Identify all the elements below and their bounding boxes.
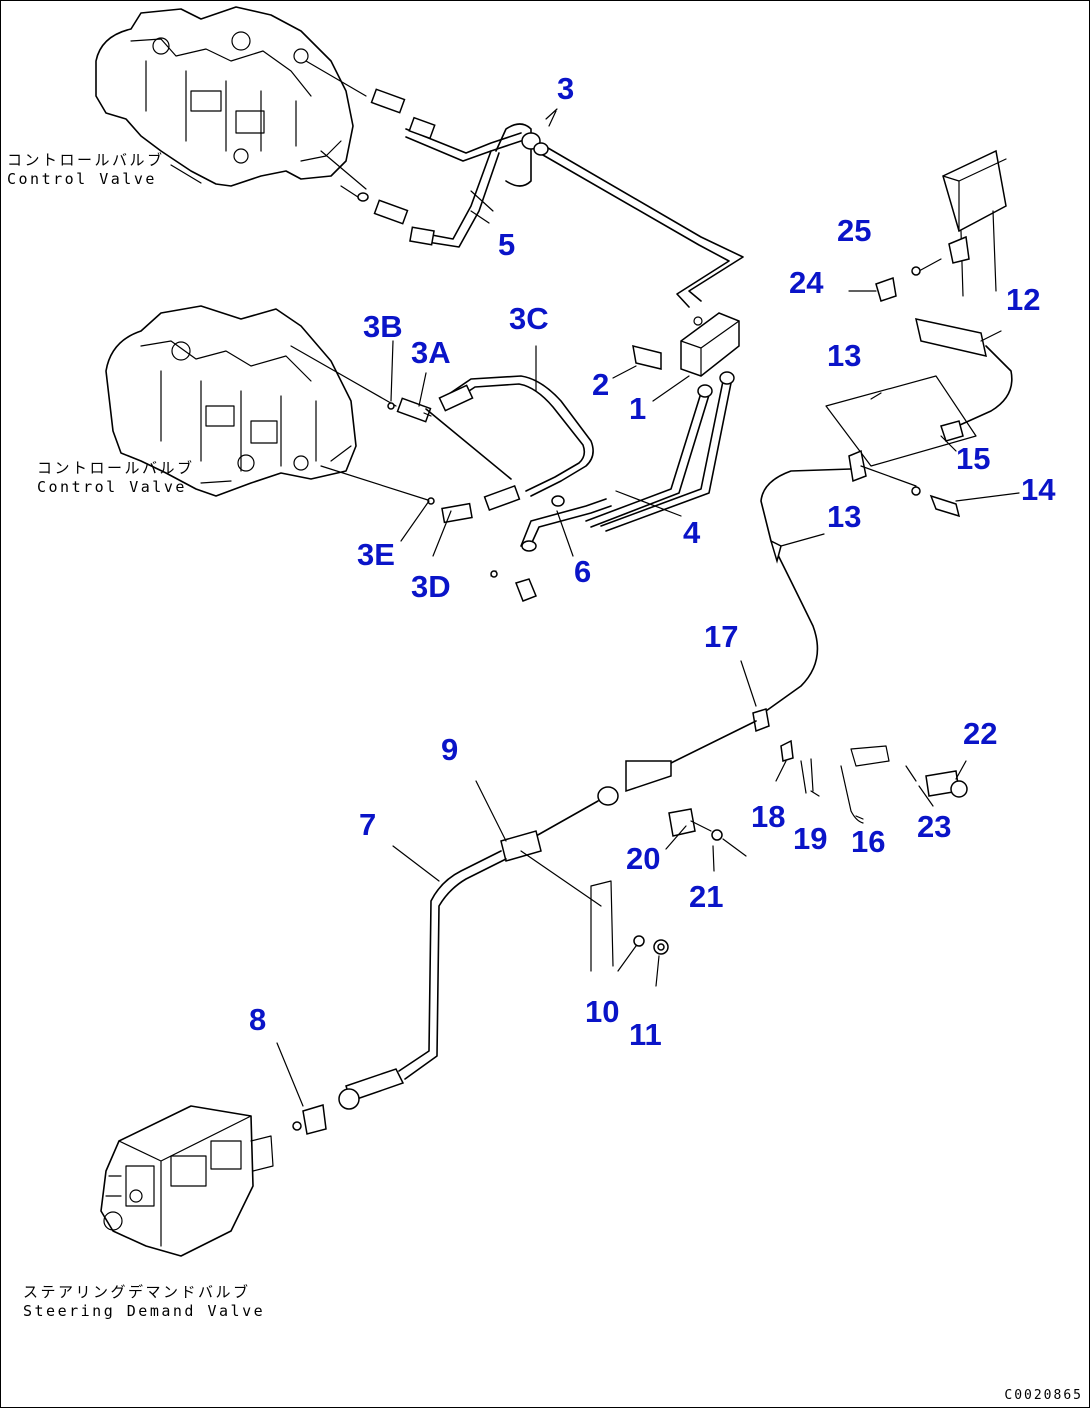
- control-valve-top-label: コントロールバルブ Control Valve: [7, 151, 165, 189]
- block-1: [612, 312, 740, 402]
- small-parts-16-23: [668, 739, 968, 857]
- control-valve-mid-en: Control Valve: [37, 477, 187, 496]
- callout-19: 19: [793, 821, 828, 856]
- callout-3c: 3C: [509, 301, 549, 336]
- callout-25: 25: [837, 213, 872, 248]
- control-valve-top: [95, 6, 354, 187]
- steering-valve-jp: ステアリングデマンドバルブ: [23, 1283, 251, 1301]
- callout-6: 6: [574, 554, 592, 589]
- callout-3b: 3B: [363, 309, 403, 344]
- callout-12: 12: [1006, 282, 1041, 317]
- control-valve-mid: [105, 305, 357, 497]
- callout-3: 3: [557, 71, 575, 106]
- steering-valve-en: Steering Demand Valve: [23, 1301, 266, 1320]
- callout-9: 9: [441, 732, 459, 767]
- callout-1: 1: [629, 391, 647, 426]
- callout-17: 17: [704, 619, 739, 654]
- steering-demand-valve: [100, 1105, 274, 1257]
- callout-5: 5: [498, 227, 516, 262]
- callout-2: 2: [592, 367, 610, 402]
- hoses-4: [585, 371, 735, 532]
- cable-7-assembly: [292, 708, 770, 1135]
- switch-box: [848, 149, 1007, 302]
- callout-13-lower: 13: [827, 499, 862, 534]
- callout-18: 18: [751, 799, 786, 834]
- callout-4: 4: [683, 515, 701, 550]
- drawing-code: C0020865: [1004, 1388, 1083, 1403]
- pipe-5-assembly: [305, 60, 532, 248]
- callout-13-upper: 13: [827, 338, 862, 373]
- control-valve-top-jp: コントロールバルブ: [7, 151, 165, 169]
- control-valve-top-en: Control Valve: [7, 169, 157, 188]
- leader-lines: [170, 110, 1020, 1107]
- callout-3e: 3E: [357, 537, 395, 572]
- callout-23: 23: [917, 809, 952, 844]
- control-valve-mid-label: コントロールバルブ Control Valve: [37, 459, 195, 497]
- callout-10: 10: [585, 994, 620, 1029]
- control-valve-mid-jp: コントロールバルブ: [37, 459, 195, 477]
- pipe-3c-6-assembly: [290, 345, 612, 602]
- callout-8: 8: [249, 1002, 267, 1037]
- callout-14: 14: [1021, 472, 1056, 507]
- callout-21: 21: [689, 879, 724, 914]
- pipe-3: [470, 108, 744, 308]
- cable-12: [760, 318, 1013, 712]
- callout-11: 11: [629, 1017, 662, 1052]
- callout-15: 15: [956, 441, 991, 476]
- callout-7: 7: [359, 807, 377, 842]
- callout-3a: 3A: [411, 335, 451, 370]
- callout-16: 16: [851, 824, 886, 859]
- callout-20: 20: [626, 841, 661, 876]
- steering-valve-label: ステアリングデマンドバルブ Steering Demand Valve: [23, 1283, 265, 1321]
- callout-3d: 3D: [411, 569, 451, 604]
- callout-22: 22: [963, 716, 998, 751]
- callout-24: 24: [789, 265, 824, 300]
